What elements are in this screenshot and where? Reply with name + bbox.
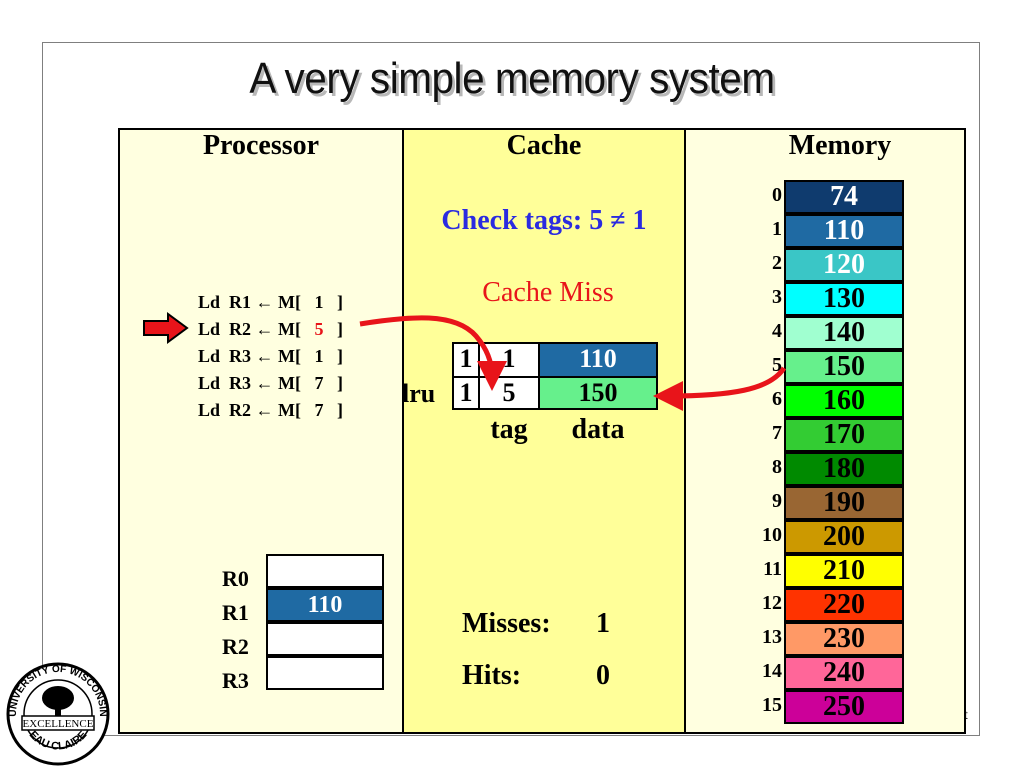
hits-label: Hits:	[462, 660, 522, 691]
instruction-2: Ld R2 ← M[ 5 ]	[198, 319, 343, 340]
memory-cell-9: 190	[784, 486, 904, 520]
cache-result-text: Cache Miss	[482, 277, 614, 308]
memory-address-1: 1	[772, 218, 782, 240]
cache-title: Cache	[506, 130, 582, 161]
memory-cell-5: 150	[784, 350, 904, 384]
svg-text:EXCELLENCE: EXCELLENCE	[23, 718, 94, 730]
memory-cell-1: 110	[784, 214, 904, 248]
memory-address-4: 4	[772, 320, 782, 342]
check-tags-text: Check tags: 5 ≠ 1	[441, 205, 647, 236]
memory-cell-7: 170	[784, 418, 904, 452]
instruction-4: Ld R3 ← M[ 7 ]	[198, 373, 343, 393]
slide-frame	[42, 42, 980, 736]
memory-cell-0: 74	[784, 180, 904, 214]
memory-address-9: 9	[772, 490, 782, 512]
memory-address-2: 2	[772, 252, 782, 274]
memory-cell-3: 130	[784, 282, 904, 316]
memory-address-11: 11	[763, 558, 782, 580]
misses-label: Misses:	[462, 608, 551, 639]
memory-cell-6: 160	[784, 384, 904, 418]
instruction-2-prefix: Ld R2 ← M[	[198, 319, 315, 339]
misses-count: 1	[596, 608, 610, 639]
memory-cell-8: 180	[784, 452, 904, 486]
cache-panel	[402, 128, 686, 734]
cache-data-0: 110	[538, 342, 658, 378]
cache-data-header: data	[571, 414, 625, 445]
instruction-5: Ld R2 ← M[ 7 ]	[198, 400, 343, 420]
memory-cell-15: 250	[784, 690, 904, 724]
instruction-3: Ld R3 ← M[ 1 ]	[198, 346, 343, 366]
lru-label: lru	[402, 379, 436, 408]
register-r1: 110	[266, 588, 384, 622]
memory-address-7: 7	[772, 422, 782, 444]
instruction-1: Ld R1 ← M[ 1 ]	[198, 292, 343, 312]
cache-valid-0: 1	[452, 342, 480, 378]
memory-cell-10: 200	[784, 520, 904, 554]
memory-address-5: 5	[772, 354, 782, 376]
memory-address-8: 8	[772, 456, 782, 478]
register-label-r3: R3	[222, 668, 249, 693]
footer-fragment: t	[964, 708, 968, 723]
memory-address-15: 15	[762, 694, 782, 716]
memory-title: Memory	[788, 130, 892, 161]
pc-arrow-icon	[143, 312, 189, 344]
memory-cell-14: 240	[784, 656, 904, 690]
memory-address-6: 6	[772, 388, 782, 410]
memory-address-10: 10	[762, 524, 782, 546]
memory-cell-2: 120	[784, 248, 904, 282]
memory-cell-11: 210	[784, 554, 904, 588]
memory-address-12: 12	[762, 592, 782, 614]
memory-address-14: 14	[762, 660, 782, 682]
memory-address-3: 3	[772, 286, 782, 308]
processor-title: Processor	[202, 130, 320, 161]
memory-cell-13: 230	[784, 622, 904, 656]
register-r3	[266, 656, 384, 690]
memory-cell-12: 220	[784, 588, 904, 622]
cache-tag-header: tag	[490, 414, 528, 445]
memory-cell-4: 140	[784, 316, 904, 350]
memory-address-0: 0	[772, 184, 782, 206]
register-r0	[266, 554, 384, 588]
register-label-r0: R0	[222, 566, 249, 591]
instruction-2-address: 5	[314, 319, 324, 339]
register-label-r2: R2	[222, 634, 249, 659]
instruction-2-suffix: ]	[323, 319, 343, 339]
slide-title: A very simple memory system	[249, 54, 775, 103]
register-label-r1: R1	[222, 600, 249, 625]
memory-address-13: 13	[762, 626, 782, 648]
cache-data-1: 150	[538, 376, 658, 410]
register-r2	[266, 622, 384, 656]
university-seal-logo: UNIVERSITY OF WISCONSIN EAU CLAIRE EXCEL…	[6, 662, 110, 766]
hits-count: 0	[596, 660, 610, 691]
